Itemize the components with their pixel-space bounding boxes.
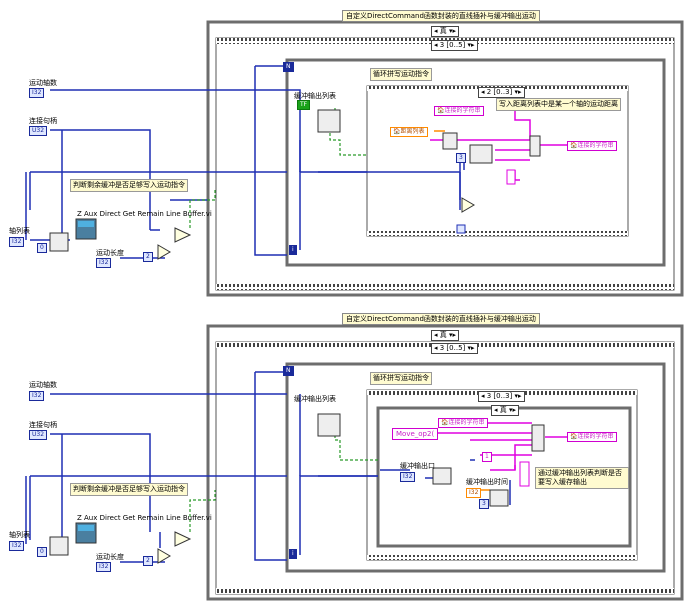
bottom-out-string: 🏠连接的字符串 bbox=[567, 432, 617, 442]
bottom-seq-outer-selector[interactable]: ◂ 3 [0..5] ▾▸ bbox=[431, 343, 478, 354]
bottom-buf-port-terminal[interactable]: I32 bbox=[400, 472, 416, 482]
bottom-axis-list-label: 轴列表 bbox=[9, 531, 30, 539]
top-loop-count-N: N bbox=[283, 62, 294, 72]
bottom-title: 自定义DirectCommand函数封装的直线插补与缓冲输出运动 bbox=[342, 313, 540, 325]
bottom-const-0: 0 bbox=[37, 547, 47, 557]
top-const-2: 2 bbox=[143, 252, 153, 262]
top-case-value: 真 bbox=[439, 27, 447, 35]
bottom-const-1: 1 bbox=[482, 452, 492, 462]
bottom-axis-list-terminal[interactable]: I32 bbox=[9, 541, 25, 551]
top-axis-count-terminal[interactable]: I32 bbox=[29, 88, 45, 98]
bottom-move-op: Move_op2( bbox=[392, 428, 439, 440]
bottom-loop-index-i: i bbox=[289, 549, 297, 559]
top-const-0: 0 bbox=[37, 243, 47, 253]
bottom-conn-handle-label: 连接句柄 bbox=[29, 421, 57, 429]
bottom-const-2: 2 bbox=[143, 556, 153, 566]
bottom-const-3: 3 bbox=[479, 499, 489, 509]
bottom-vi-name: Z Aux Direct Get Remain Line Buffer.vi bbox=[77, 514, 212, 522]
bottom-seq-outer-value: 3 [0..5] bbox=[439, 344, 466, 352]
top-title: 自定义DirectCommand函数封装的直线插补与缓冲输出运动 bbox=[342, 10, 540, 22]
top-dist-list-text: 距离列表 bbox=[400, 128, 425, 135]
top-diagram bbox=[25, 20, 684, 297]
bottom-loop-label: 循环拼写运动指令 bbox=[370, 372, 432, 385]
top-seq-outer-value: 3 [0..5] bbox=[439, 41, 466, 49]
top-axis-comment: 写入距离列表中是某一个轴的运动距离 bbox=[496, 98, 621, 111]
bottom-axis-count-label: 运动轴数 bbox=[29, 381, 57, 389]
bottom-motion-len-terminal[interactable]: I32 bbox=[96, 562, 112, 572]
top-axis-count-label: 运动轴数 bbox=[29, 79, 57, 87]
top-buffer-list-label: 缓冲输出列表 bbox=[294, 92, 336, 100]
bottom-buf-time-terminal[interactable]: I32 bbox=[466, 488, 482, 498]
bottom-buffer-list-label: 缓冲输出列表 bbox=[294, 395, 336, 403]
bottom-motion-len-label: 运动长度 bbox=[96, 553, 124, 561]
top-tf-constant: TF bbox=[297, 100, 311, 110]
bottom-conn-handle-terminal[interactable]: U32 bbox=[29, 430, 48, 440]
top-seq-inner-value: 2 [0..3] bbox=[486, 88, 513, 96]
bottom-buf-time-label: 缓冲输出时间 bbox=[466, 478, 508, 486]
bottom-case-selector[interactable]: ◂ 真 ▾▸ bbox=[431, 330, 460, 341]
top-dist-list: 🏠距离列表 bbox=[390, 127, 428, 137]
top-axis-list-terminal[interactable]: I32 bbox=[9, 237, 25, 247]
top-const-3: 3 bbox=[456, 153, 466, 163]
top-conn-handle-label: 连接句柄 bbox=[29, 117, 57, 125]
top-out-string-text: 连接的字符串 bbox=[577, 142, 614, 149]
bottom-judge-comment: 通过缓冲输出列表判断是否要写入缓存输出 bbox=[535, 467, 629, 489]
bottom-case-value: 真 bbox=[439, 331, 447, 339]
bottom-seq-inner-value: 3 [0..3] bbox=[486, 392, 513, 400]
top-const-string: 🏠连接的字符串 bbox=[434, 106, 484, 116]
top-axis-list-label: 轴列表 bbox=[9, 227, 30, 235]
bottom-out-string-text: 连接的字符串 bbox=[577, 433, 614, 440]
top-loop-label: 循环拼写运动指令 bbox=[370, 68, 432, 81]
bottom-diagram bbox=[25, 324, 684, 601]
bottom-seq-inner-selector[interactable]: ◂ 3 [0..3] ▾▸ bbox=[478, 391, 525, 402]
top-seq-outer-selector[interactable]: ◂ 3 [0..5] ▾▸ bbox=[431, 40, 478, 51]
top-loop-index-i: i bbox=[289, 245, 297, 255]
bottom-case-inner-value: 真 bbox=[499, 406, 507, 414]
bottom-const-string: 🏠连接的字符串 bbox=[438, 418, 488, 428]
bottom-axis-count-terminal[interactable]: I32 bbox=[29, 391, 45, 401]
bottom-case-inner-selector[interactable]: ◂ 真 ▾▸ bbox=[491, 405, 520, 416]
bottom-buf-port-label: 缓冲输出口 bbox=[400, 462, 435, 470]
bottom-check-comment: 判断剩余缓冲是否足够写入运动指令 bbox=[70, 483, 188, 496]
top-check-comment: 判断剩余缓冲是否足够写入运动指令 bbox=[70, 179, 188, 192]
bottom-loop-count-N: N bbox=[283, 366, 294, 376]
top-case-selector[interactable]: ◂ 真 ▾▸ bbox=[431, 26, 460, 37]
top-motion-len-label: 运动长度 bbox=[96, 249, 124, 257]
top-conn-handle-terminal[interactable]: U32 bbox=[29, 126, 48, 136]
top-vi-name: Z Aux Direct Get Remain Line Buffer.vi bbox=[77, 210, 212, 218]
top-seq-inner-selector[interactable]: ◂ 2 [0..3] ▾▸ bbox=[478, 87, 525, 98]
top-const-string-text: 连接的字符串 bbox=[444, 107, 481, 114]
bottom-const-string-text: 连接的字符串 bbox=[448, 419, 485, 426]
top-out-string: 🏠连接的字符串 bbox=[567, 141, 617, 151]
top-motion-len-terminal[interactable]: I32 bbox=[96, 258, 112, 268]
